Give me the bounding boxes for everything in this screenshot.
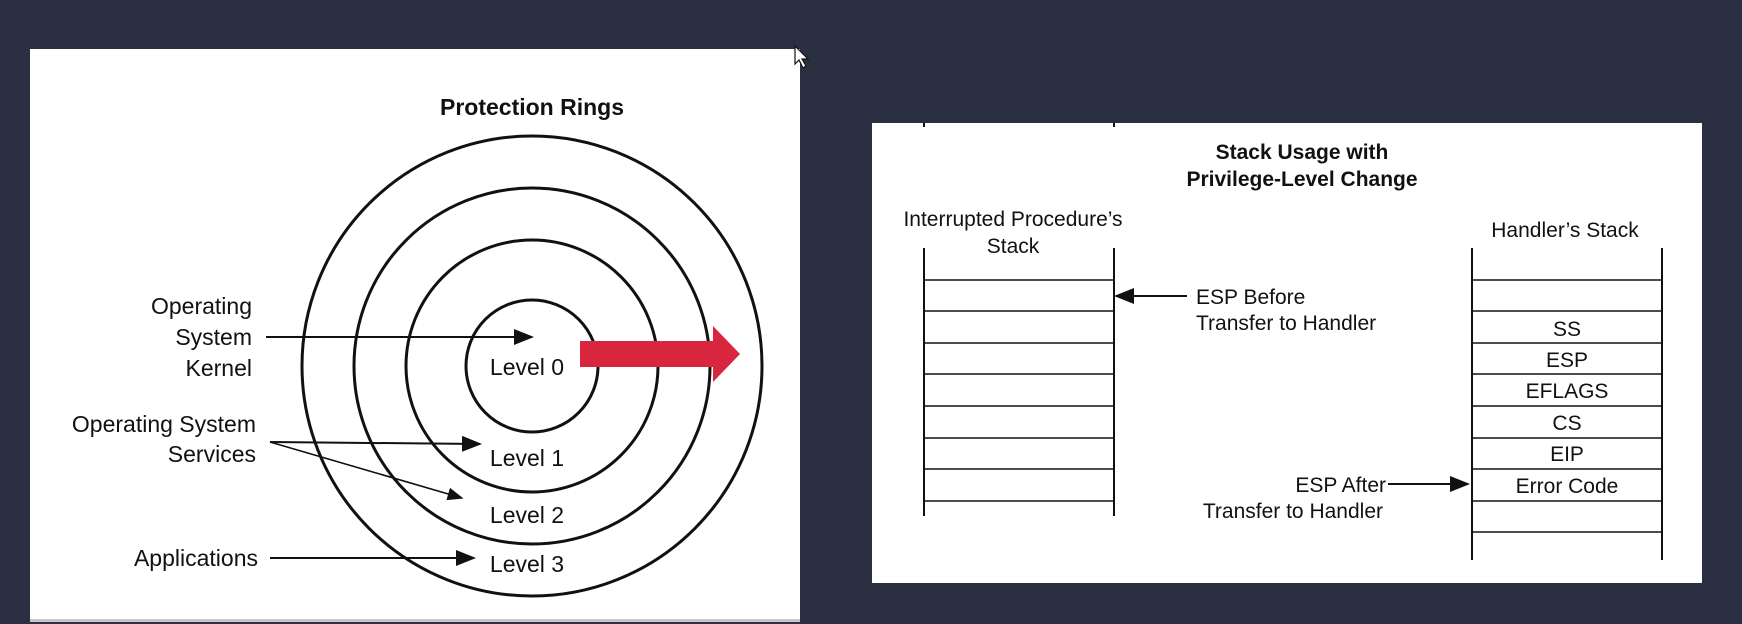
handler-entry-ss: SS (1553, 318, 1581, 341)
kernel-label-line2: System (175, 324, 252, 350)
handler-entry-error-code: Error Code (1516, 475, 1619, 498)
esp-before-line2: Transfer to Handler (1196, 312, 1376, 335)
stack-usage-diagram: Stack Usage with Privilege-Level Change … (903, 123, 1663, 560)
kernel-label-line1: Operating (151, 293, 252, 319)
protection-rings-diagram: Protection Rings Level 0 Level 1 Level 2… (72, 94, 764, 598)
level-2-label: Level 2 (490, 502, 564, 528)
services-label-line1: Operating System (72, 411, 256, 437)
level-0-label: Level 0 (490, 354, 564, 380)
handler-stack (1471, 248, 1663, 560)
esp-before-line1: ESP Before (1196, 286, 1305, 309)
applications-label: Applications (134, 545, 258, 571)
protection-rings-panel: Protection Rings Level 0 Level 1 Level 2… (30, 49, 800, 622)
red-arrow (580, 326, 740, 382)
level-3-label: Level 3 (490, 551, 564, 577)
level-1-label: Level 1 (490, 445, 564, 471)
services-arrow-level2 (269, 441, 464, 501)
services-label-line2: Services (168, 441, 256, 467)
interrupted-stack (923, 248, 1115, 516)
ring-level-3 (300, 134, 764, 598)
interrupted-stack-header-line1: Interrupted Procedure’s (903, 208, 1122, 231)
kernel-label-line3: Kernel (186, 355, 252, 381)
handler-entry-esp: ESP (1546, 349, 1588, 372)
handler-entry-eflags: EFLAGS (1526, 380, 1609, 403)
stack-title-line2: Privilege-Level Change (1186, 168, 1417, 191)
handler-stack-header: Handler’s Stack (1491, 219, 1639, 242)
stack-usage-panel: Stack Usage with Privilege-Level Change … (872, 123, 1702, 583)
stack-title-line1: Stack Usage with (1216, 141, 1389, 164)
esp-after-line2: Transfer to Handler (1203, 500, 1383, 523)
esp-after-line1: ESP After (1295, 474, 1386, 497)
interrupted-stack-header-line2: Stack (987, 235, 1040, 258)
mouse-cursor-icon (794, 44, 810, 69)
handler-entry-eip: EIP (1550, 443, 1584, 466)
handler-entry-cs: CS (1552, 412, 1581, 435)
services-arrow-level1 (269, 435, 482, 452)
rings-title: Protection Rings (440, 94, 624, 120)
